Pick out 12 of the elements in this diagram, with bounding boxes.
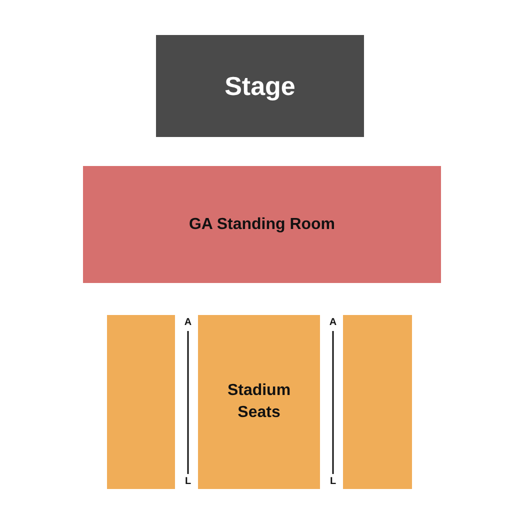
row-letter: L bbox=[330, 477, 336, 487]
section-label: Stadium Seats bbox=[226, 381, 292, 423]
row-letter: L bbox=[184, 477, 192, 487]
standing-area-block bbox=[83, 166, 441, 283]
seating-section-block bbox=[343, 315, 412, 489]
section-label: Stage bbox=[224, 70, 296, 102]
seating-section-block bbox=[107, 315, 175, 489]
section-label: GA Standing Room bbox=[188, 214, 336, 234]
row-letter: A bbox=[184, 318, 192, 328]
stage-block bbox=[156, 35, 364, 137]
seating-section-block bbox=[198, 315, 320, 489]
row-letter: A bbox=[329, 318, 337, 328]
